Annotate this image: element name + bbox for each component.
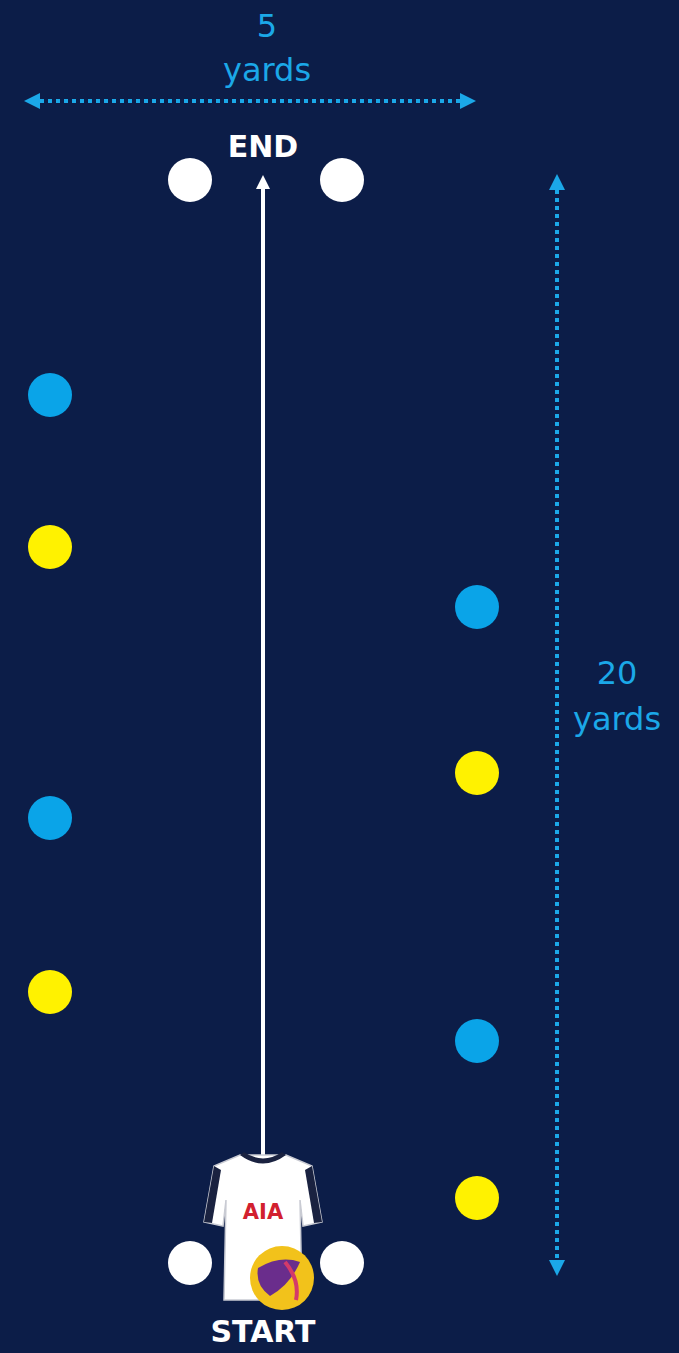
start-label-box: START [163, 1314, 363, 1350]
shirt-sponsor-box: AIA [228, 1199, 298, 1225]
end-label: END [228, 129, 299, 164]
length-label-box: 20 yards [569, 650, 665, 742]
width-dimension [32, 99, 468, 103]
length-label: 20 yards [573, 654, 661, 738]
end-label-box: END [183, 128, 343, 166]
shirt-sponsor: AIA [243, 1200, 283, 1224]
start-label: START [210, 1314, 315, 1349]
run-arrow [261, 182, 265, 1155]
football [250, 1246, 314, 1310]
width-label-box: 5 yards [217, 4, 317, 92]
width-label: 5 yards [223, 7, 311, 89]
length-dimension [555, 182, 559, 1268]
cones [28, 158, 499, 1285]
